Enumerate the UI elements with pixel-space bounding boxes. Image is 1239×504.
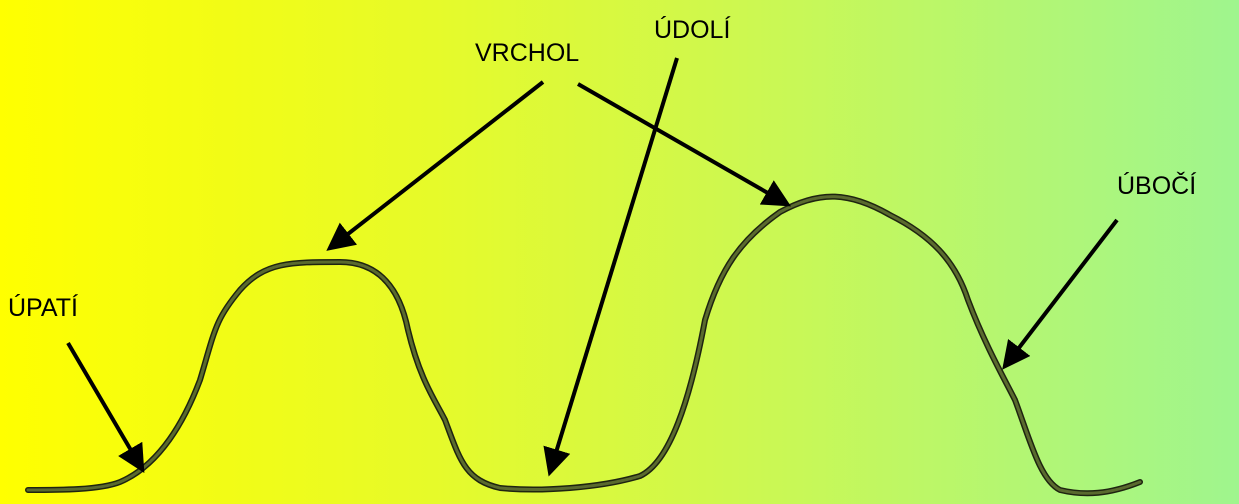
arrow-slope: [1002, 218, 1119, 370]
arrow-peak-left: [326, 80, 545, 251]
arrow-foot: [66, 341, 145, 474]
label-peak: VRCHOL: [475, 39, 580, 67]
terrain-profile-shadow: [25, 193, 1143, 497]
terrain-profile: [26, 195, 1142, 495]
label-valley: ÚDOLÍ: [654, 16, 731, 44]
arrow-valley: [543, 57, 679, 477]
arrow-peak-right: [577, 82, 792, 207]
label-foot: ÚPATÍ: [8, 294, 78, 322]
label-slope: ÚBOČÍ: [1117, 172, 1197, 200]
